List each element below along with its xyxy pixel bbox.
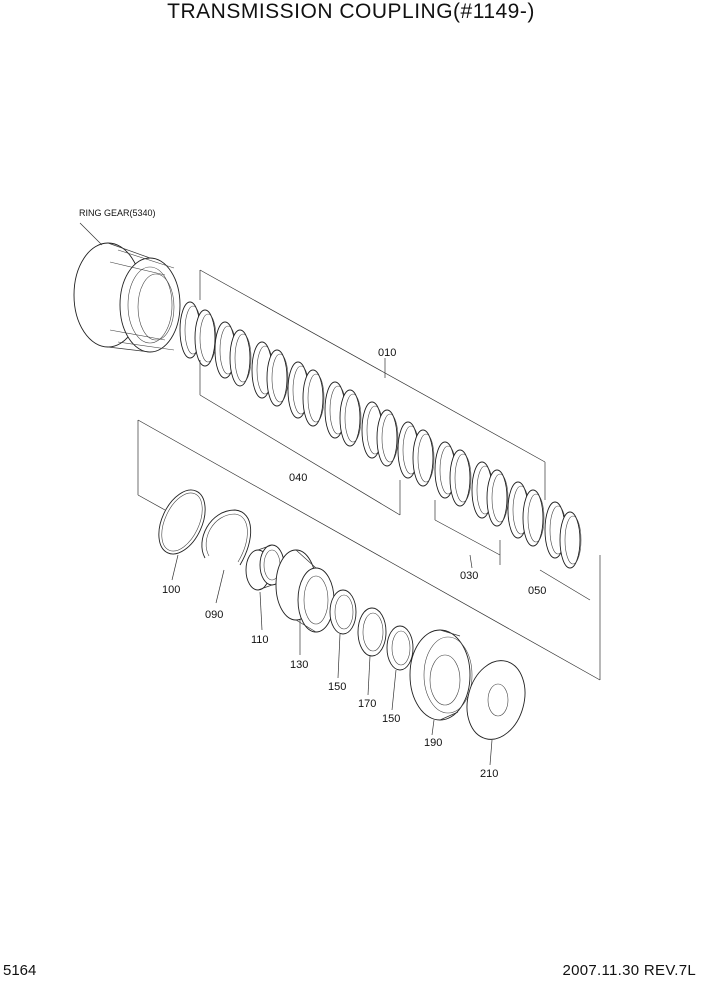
callout-100: 100 [162, 584, 180, 596]
leader-lines [137, 269, 601, 681]
callout-150-a: 150 [328, 681, 346, 693]
housing-130 [275, 549, 335, 633]
snap-ring-100 [158, 489, 206, 555]
revision-stamp: 2007.11.30 REV.7L [562, 962, 696, 979]
plate-210 [466, 660, 526, 740]
washer-150-b [386, 625, 414, 671]
callout-050: 050 [528, 585, 546, 597]
callout-090: 090 [205, 609, 223, 621]
callout-210: 210 [480, 768, 498, 780]
callout-190: 190 [424, 737, 442, 749]
callout-010: 010 [378, 347, 396, 359]
page-number: 5164 [3, 962, 37, 979]
callout-ring-gear: RING GEAR(5340) [79, 208, 156, 218]
callout-170: 170 [358, 698, 376, 710]
washer-170 [357, 607, 387, 657]
callout-130: 130 [290, 659, 308, 671]
callout-110: 110 [251, 634, 269, 646]
callout-150-b: 150 [382, 713, 400, 725]
ring-gear-drum [73, 222, 181, 353]
page-title: TRANSMISSION COUPLING(#1149-) [167, 0, 535, 23]
callout-040: 040 [289, 472, 307, 484]
washer-150-a [329, 589, 357, 635]
callout-leaders [171, 554, 493, 766]
piston-190 [409, 629, 473, 721]
snap-ring-090 [201, 509, 252, 566]
callout-030: 030 [460, 570, 478, 582]
